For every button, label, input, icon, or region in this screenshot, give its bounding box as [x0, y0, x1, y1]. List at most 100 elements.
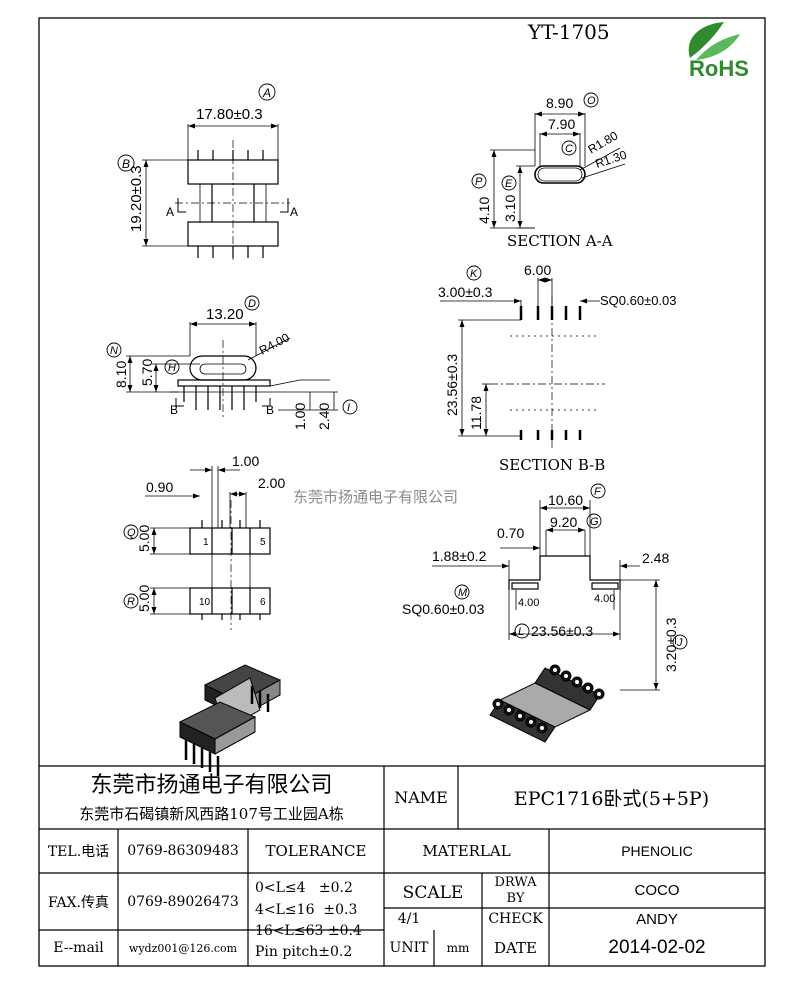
- scale-value: 4/1: [397, 911, 421, 927]
- bobbin-3d-render-right: [489, 664, 605, 743]
- section-aa-view: [471, 92, 626, 229]
- pin-5-label: 5: [260, 537, 266, 548]
- pin-6-label: 6: [260, 597, 266, 608]
- ref-c: C: [565, 143, 573, 155]
- aa-h2: 3.10: [502, 195, 518, 222]
- pin-1-label: 1: [203, 537, 209, 548]
- ref-d: D: [248, 298, 256, 310]
- front-view: [106, 295, 358, 420]
- tolerance-row-3: 16<L≤63 ±0.4: [255, 923, 362, 939]
- bb-pitch: 3.00±0.3: [438, 284, 493, 300]
- fax-label: FAX.传真: [47, 894, 110, 911]
- model-code: YT-1705: [527, 20, 610, 44]
- side-pin-r: 4.00: [594, 593, 615, 605]
- bb-square: SQ0.60±0.03: [600, 293, 677, 308]
- bobbin-3d-render-left: [178, 664, 282, 776]
- tolerance-label: TOLERANCE: [265, 842, 367, 860]
- front-radius: R4.00: [257, 330, 292, 358]
- tel-value: 0769-86309483: [127, 843, 239, 859]
- ref-p: P: [475, 176, 483, 188]
- section-bb-view: [440, 265, 605, 450]
- front-h-inner: 5.70: [139, 359, 155, 386]
- section-b-right: B: [266, 403, 274, 417]
- part-name: EPC1716卧式(5+5P): [513, 788, 710, 810]
- top-height-dim: 19.20±0.3: [128, 165, 145, 232]
- front-pin2: 2.40: [316, 403, 332, 430]
- ref-b: B: [122, 157, 130, 171]
- date-value: 2014-02-02: [608, 937, 706, 958]
- email-label: E--mail: [53, 940, 104, 956]
- drawn-label-1: DRWA: [494, 875, 537, 890]
- tel-label: TEL.电话: [47, 844, 110, 860]
- check-value: ANDY: [636, 910, 678, 928]
- ref-k: K: [470, 268, 478, 280]
- material-value: PHENOLIC: [621, 843, 693, 859]
- drawn-label-2: BY: [506, 891, 525, 906]
- front-pin1: 1.00: [292, 403, 308, 430]
- ref-n: N: [110, 345, 118, 357]
- front-width-dim: 13.20: [206, 306, 244, 323]
- material-label: MATERLAL: [422, 842, 511, 860]
- ref-m: M: [458, 587, 468, 599]
- tolerance-row-2: 4<L≤16 ±0.3: [255, 902, 358, 918]
- side-square: SQ0.60±0.03: [402, 601, 485, 617]
- ref-j: J: [676, 637, 683, 649]
- name-label: NAME: [394, 788, 448, 807]
- check-label: CHECK: [488, 911, 543, 927]
- bottom-h-q: 5.00: [136, 525, 152, 552]
- tolerance-row-4: Pin pitch±0.2: [255, 944, 353, 960]
- scale-label: SCALE: [402, 883, 464, 903]
- section-aa-title: SECTION A-A: [507, 232, 613, 250]
- bottom-d1: 1.00: [232, 453, 259, 469]
- bottom-view: [123, 466, 271, 630]
- top-view: [117, 83, 290, 262]
- ref-q: Q: [127, 527, 136, 539]
- fax-value: 0769-89026473: [127, 893, 239, 910]
- ref-o: O: [587, 95, 596, 107]
- rohs-logo: RoHS: [688, 22, 749, 81]
- side-left: 1.88±0.2: [432, 548, 487, 564]
- unit-label: UNIT: [389, 940, 429, 956]
- side-w2: 9.20: [550, 514, 577, 530]
- front-h-outer: 8.10: [113, 361, 129, 388]
- leaf-icon: [688, 22, 724, 58]
- bb-length: 23.56±0.3: [444, 354, 460, 416]
- ref-l: L: [518, 626, 524, 638]
- aa-inner-dim: 7.90: [548, 116, 575, 132]
- side-pin-l: 4.00: [518, 597, 539, 609]
- aa-outer-dim: 8.90: [546, 95, 573, 111]
- side-length: 23.56±0.3: [531, 623, 593, 639]
- side-view: [432, 483, 688, 691]
- email-value: wydz001@126.com: [128, 941, 238, 955]
- side-gap: 0.70: [497, 525, 524, 541]
- bottom-d2: 0.90: [146, 479, 173, 495]
- ref-i: I: [347, 402, 350, 414]
- aa-h1: 4.10: [476, 197, 492, 224]
- rohs-label: RoHS: [689, 56, 749, 81]
- ref-g: G: [590, 516, 599, 528]
- section-a-right: A: [290, 205, 298, 219]
- title-block-grid: [39, 765, 765, 966]
- company-name: 东莞市扬通电子有限公司: [90, 773, 333, 798]
- ref-h: H: [168, 362, 176, 374]
- bottom-h-r: 5.00: [136, 585, 152, 612]
- ref-e: E: [505, 178, 513, 190]
- company-address: 东莞市石碣镇新风西路107号工业园A栋: [79, 804, 344, 823]
- ref-r: R: [127, 596, 135, 608]
- section-bb-title: SECTION B-B: [499, 456, 605, 474]
- unit-value: mm: [446, 941, 470, 955]
- side-right: 2.48: [642, 550, 669, 566]
- tolerance-row-1: 0<L≤4 ±0.2: [255, 880, 353, 896]
- side-w1: 10.60: [548, 492, 583, 508]
- sheet-border: [38, 17, 766, 967]
- bb-width: 6.00: [524, 262, 551, 278]
- ref-a: A: [262, 86, 271, 100]
- drawn-value: COCO: [634, 882, 680, 899]
- section-b-left: B: [170, 403, 178, 417]
- watermark: 东莞市扬通电子有限公司: [293, 488, 458, 506]
- pin-10-label: 10: [199, 597, 211, 608]
- ref-f: F: [594, 486, 602, 498]
- top-width-dim: 17.80±0.3: [196, 106, 263, 123]
